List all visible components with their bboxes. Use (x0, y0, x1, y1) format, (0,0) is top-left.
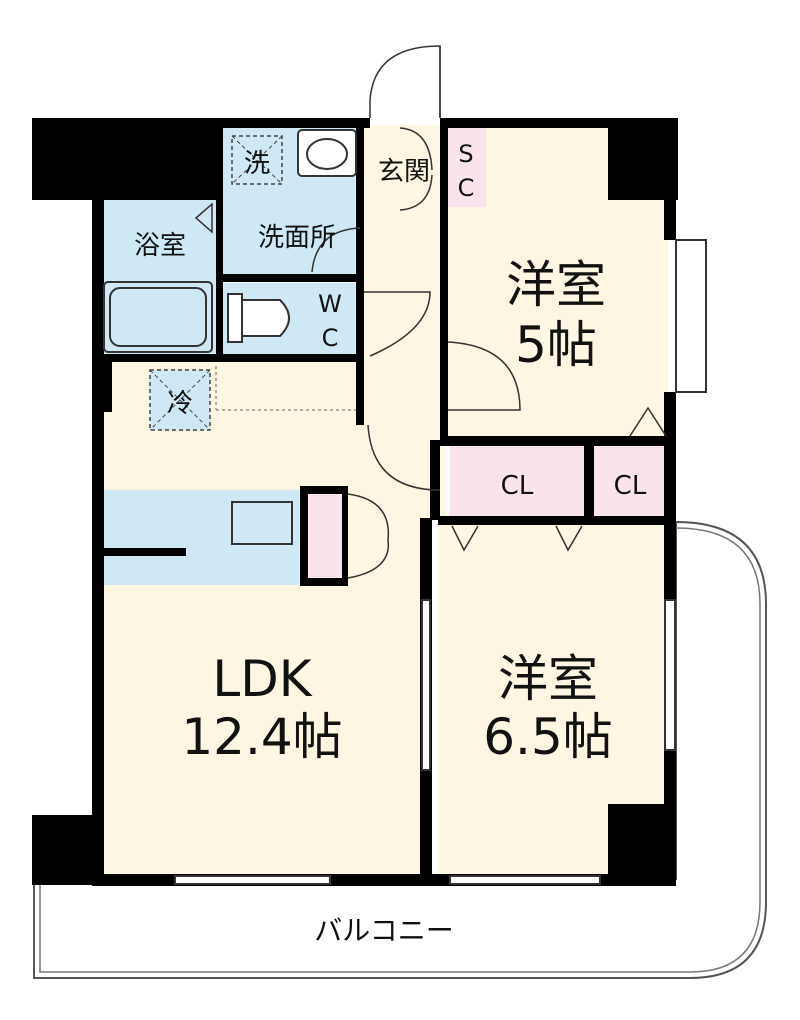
window-ldk-partition (421, 599, 431, 771)
sink-icon (297, 129, 357, 177)
shoe-closet-floor (446, 125, 486, 207)
ldk-size: 12.4帖 (181, 708, 342, 766)
shoe-closet-label-top: S (458, 140, 473, 168)
western-65-name: 洋室 (498, 650, 598, 708)
window-ldk-bottom (174, 875, 331, 885)
closet-b-label: CL (614, 471, 647, 501)
shoe-closet-label-bottom: C (458, 174, 475, 202)
western-65-size: 6.5帖 (483, 708, 613, 766)
washer-label: 洗 (244, 149, 270, 179)
balcony-inner-rail (39, 527, 761, 973)
fridge-cabinet-floor (306, 490, 344, 582)
window-western65-bottom (449, 875, 601, 885)
balcony-label: バルコニー (314, 914, 453, 947)
floor-fills (100, 125, 670, 878)
washroom-label: 洗面所 (258, 223, 336, 253)
balcony-outline (33, 520, 767, 979)
window-western65-right (664, 599, 676, 751)
toilet-label-bottom: C (322, 324, 339, 352)
window-western5-right (675, 239, 707, 393)
bathtub-icon (103, 281, 213, 353)
western-5-name: 洋室 (506, 256, 606, 314)
ldk-name: LDK (212, 650, 312, 708)
room-labels: 洗 冷 浴室 洗面所 W C 玄関 S C 洋室 5帖 CL CL LDK 12… (134, 140, 647, 947)
closet-b-floor (594, 446, 666, 518)
closet-a-label: CL (501, 471, 534, 501)
window-icon (174, 239, 707, 885)
toilet-icon (227, 293, 290, 343)
closet-a-floor (450, 446, 584, 518)
fridge-spot (149, 366, 356, 431)
balcony-area (33, 520, 767, 979)
bath-label: 浴室 (134, 231, 186, 261)
toilet-label-top: W (318, 290, 342, 318)
entrance-label: 玄関 (378, 157, 430, 187)
washer-spot (231, 135, 283, 185)
fridge-label: 冷 (167, 389, 193, 419)
kitchen-counter-icon (231, 501, 293, 545)
door-swing-icon (194, 45, 667, 579)
western-5-size: 5帖 (515, 316, 597, 374)
